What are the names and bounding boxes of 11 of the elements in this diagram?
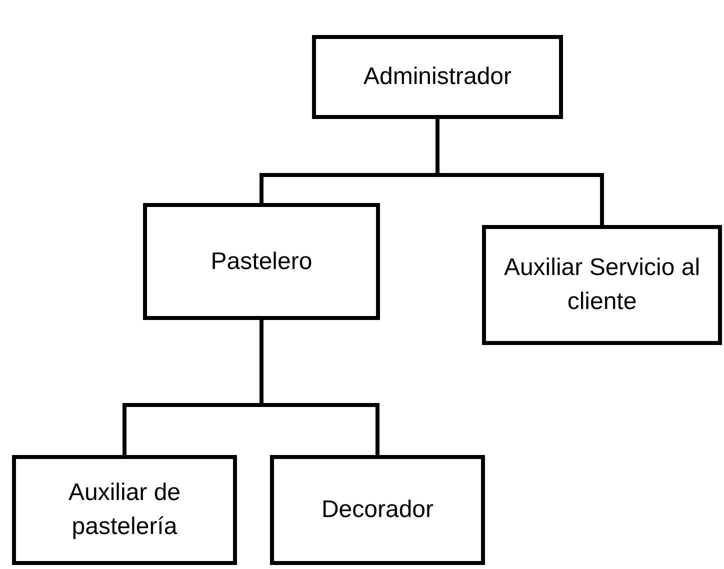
role-label: Auxiliar Servicio al cliente — [502, 253, 702, 317]
org-box — [270, 455, 485, 565]
connector-line — [260, 320, 380, 455]
org-box — [312, 35, 563, 119]
org-box — [143, 203, 380, 320]
role-label: Decorador — [321, 495, 434, 525]
role-label: Auxiliar de pastelería — [67, 478, 182, 542]
role-label: Administrador — [363, 62, 512, 92]
org-box — [482, 225, 722, 345]
org-box — [12, 455, 237, 565]
role-label: Pastelero — [210, 246, 312, 276]
